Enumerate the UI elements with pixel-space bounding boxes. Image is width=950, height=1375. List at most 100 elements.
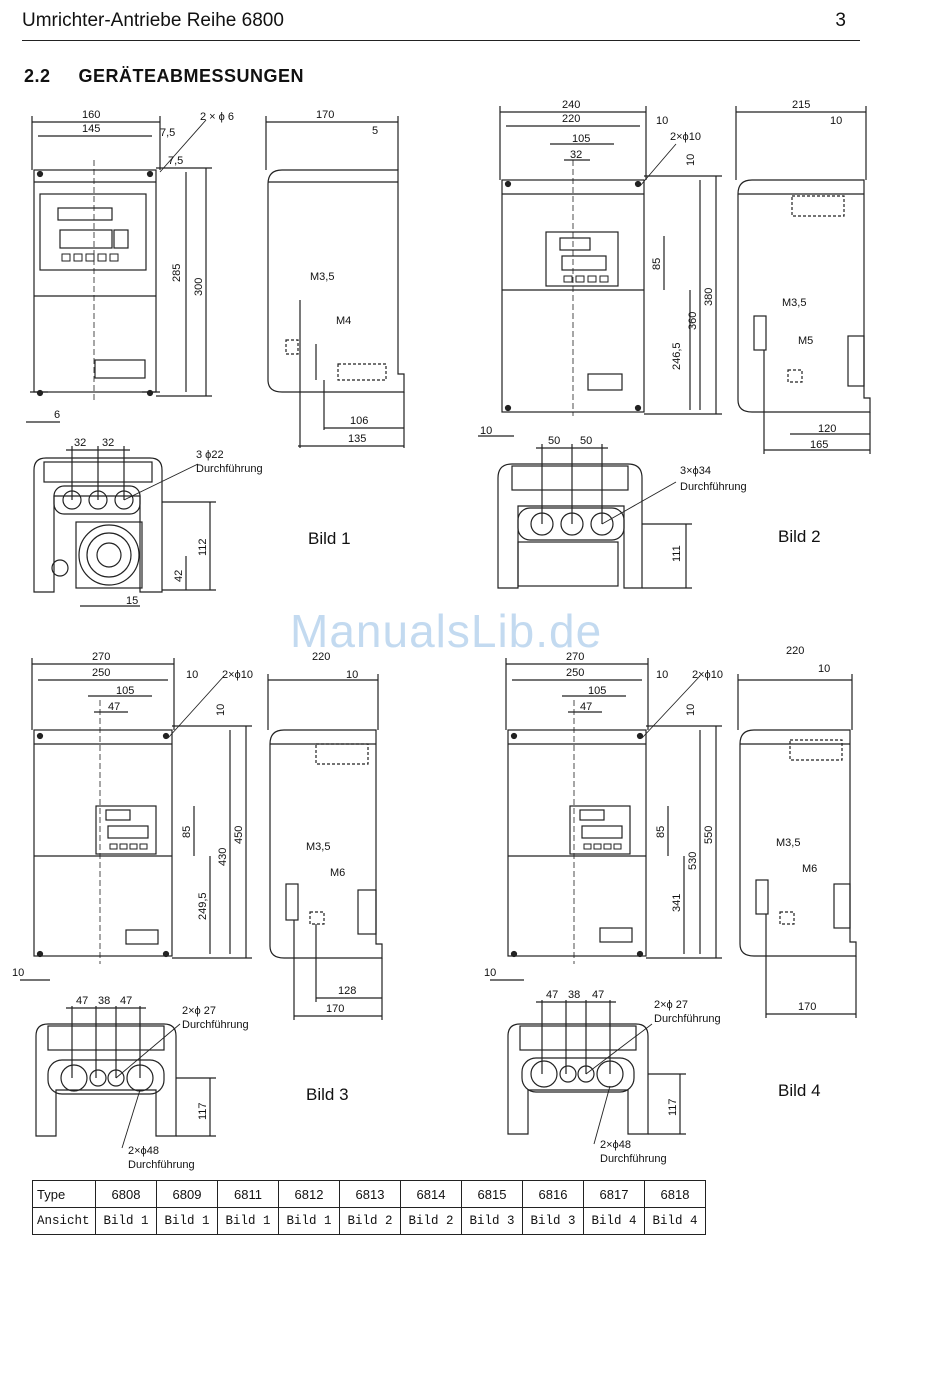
dim-label: 47 <box>546 989 558 1001</box>
dim-label: 50 <box>580 435 592 447</box>
dim-label: 530 <box>687 852 699 870</box>
dim-label: Durchführung <box>128 1159 195 1171</box>
view-cell: Bild 1 <box>217 1207 279 1235</box>
dim-label: 7,5 <box>160 127 175 139</box>
type-cell: 6808 <box>95 1180 157 1208</box>
section-number: 2.2 <box>24 66 51 86</box>
view-cell: Bild 1 <box>278 1207 340 1235</box>
bild2-side-view <box>735 106 871 454</box>
dim-label: 450 <box>233 826 245 844</box>
dim-label: M5 <box>798 335 813 347</box>
dim-label: 128 <box>338 985 356 997</box>
dim-label: M4 <box>336 315 351 327</box>
bild3-bottom-view <box>35 1006 216 1149</box>
dim-label: 170 <box>798 1001 816 1013</box>
dim-label: 220 <box>562 113 580 125</box>
type-cell: 6815 <box>461 1180 523 1208</box>
page-number: 3 <box>835 10 846 31</box>
dim-label: 215 <box>792 99 810 111</box>
bild1-bottom-view <box>33 446 216 607</box>
dim-label: 10 <box>830 115 842 127</box>
view-cell: Bild 3 <box>461 1207 523 1235</box>
dim-label: M6 <box>330 867 345 879</box>
bild3-front-view <box>20 658 252 981</box>
view-cell: Bild 4 <box>644 1207 706 1235</box>
type-cell: 6812 <box>278 1180 340 1208</box>
dim-label: Durchführung <box>182 1019 249 1031</box>
dim-label: Durchführung <box>680 481 747 493</box>
dim-label: 10 <box>186 669 198 681</box>
dim-label: 10 <box>215 704 227 716</box>
document-title: Umrichter-Antriebe Reihe 6800 <box>22 10 284 31</box>
dim-label: 5 <box>372 125 378 137</box>
dim-label: 270 <box>566 651 584 663</box>
dim-label: 117 <box>667 1098 679 1116</box>
view-cell: Bild 1 <box>95 1207 157 1235</box>
type-cell: 6817 <box>583 1180 645 1208</box>
dim-label: 105 <box>116 685 134 697</box>
dim-label: 2×ϕ10 <box>222 669 253 681</box>
type-row: Type 6808 6809 6811 6812 6813 6814 6815 … <box>32 1180 706 1208</box>
view-cell: Bild 3 <box>522 1207 584 1235</box>
dim-label: M3,5 <box>782 297 806 309</box>
dim-label: 85 <box>651 258 663 270</box>
figure-caption-bild4: Bild 4 <box>778 1081 821 1100</box>
dim-label: 117 <box>197 1102 209 1120</box>
dim-label: 32 <box>570 149 582 161</box>
dim-label: 50 <box>548 435 560 447</box>
dim-label: 106 <box>350 415 368 427</box>
type-view-table: Type 6808 6809 6811 6812 6813 6814 6815 … <box>32 1180 706 1235</box>
page-header: Umrichter-Antriebe Reihe 6800 3 <box>22 6 860 41</box>
type-cell: 6814 <box>400 1180 462 1208</box>
view-cell: Bild 4 <box>583 1207 645 1235</box>
dim-label: 2×ϕ10 <box>670 131 701 143</box>
dim-label: 10 <box>818 663 830 675</box>
figure-caption-bild2: Bild 2 <box>778 527 821 546</box>
bild4-bottom-view <box>507 1000 686 1145</box>
dim-label: 85 <box>181 826 193 838</box>
type-cell: 6818 <box>644 1180 706 1208</box>
dim-label: 2 × ϕ 6 <box>200 111 234 123</box>
view-cell: Bild 2 <box>400 1207 462 1235</box>
dim-label: 430 <box>217 848 229 866</box>
dim-label: 300 <box>193 278 205 296</box>
dim-label: 3 ϕ22 <box>196 449 224 461</box>
dim-label: 105 <box>572 133 590 145</box>
type-cell: 6813 <box>339 1180 401 1208</box>
bild3-side-view <box>267 674 383 1020</box>
dim-label: 10 <box>484 967 496 979</box>
dim-label: 220 <box>312 651 330 663</box>
dim-label: 47 <box>580 701 592 713</box>
dim-label: 170 <box>326 1003 344 1015</box>
type-cell: 6816 <box>522 1180 584 1208</box>
watermark: ManualsLib.de <box>290 605 603 657</box>
view-row: Ansicht Bild 1 Bild 1 Bild 1 Bild 1 Bild… <box>32 1207 706 1235</box>
dim-label: Durchführung <box>600 1153 667 1165</box>
dim-label: 10 <box>12 967 24 979</box>
dim-label: 240 <box>562 99 580 111</box>
dim-label: 42 <box>173 570 185 582</box>
dim-label: 105 <box>588 685 606 697</box>
row-label-type: Type <box>32 1180 96 1208</box>
section-title: GERÄTEABMESSUNGEN <box>78 66 305 86</box>
figure-caption-bild1: Bild 1 <box>308 529 351 548</box>
dim-label: 47 <box>120 995 132 1007</box>
bild4-front-view <box>490 658 722 981</box>
section-heading: 2.2 GERÄTEABMESSUNGEN <box>24 66 332 87</box>
dim-label: 250 <box>566 667 584 679</box>
bild1-side-view <box>265 116 405 448</box>
dim-label: 10 <box>346 669 358 681</box>
dim-label: 32 <box>102 437 114 449</box>
dim-label: Durchführung <box>654 1013 721 1025</box>
dim-label: 10 <box>656 115 668 127</box>
dim-label: M3,5 <box>306 841 330 853</box>
dim-label: M3,5 <box>776 837 800 849</box>
dim-label: 341 <box>671 894 683 912</box>
type-cell: 6811 <box>217 1180 279 1208</box>
dim-label: 6 <box>54 409 60 421</box>
row-label-view: Ansicht <box>32 1207 96 1235</box>
dim-label: 380 <box>703 288 715 306</box>
dim-label: 38 <box>568 989 580 1001</box>
dim-label: 10 <box>656 669 668 681</box>
dim-label: 550 <box>703 826 715 844</box>
